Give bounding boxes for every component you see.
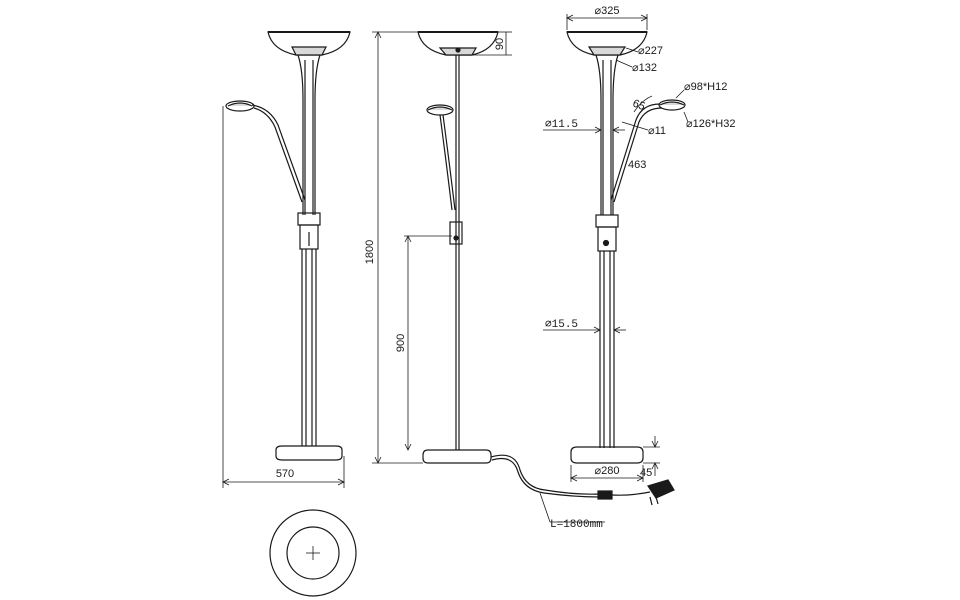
- base-top-view: [269, 509, 357, 597]
- reading-arm-length-label: 463: [628, 159, 646, 171]
- dimension-view: ⌀325 ⌀227 ⌀132 ⌀98*H12 ⌀126*H32 65 ⌀11 4…: [543, 5, 735, 482]
- arm-tube-label: ⌀11: [648, 125, 666, 137]
- base-outer-circle: [269, 509, 357, 597]
- base-diameter-label: ⌀280: [595, 465, 620, 477]
- reading-arm-angle-label: 65: [631, 98, 647, 113]
- dim-reading-arm: [610, 103, 661, 201]
- total-height-label: 1800: [364, 240, 376, 264]
- shade-neck-diameter-label: ⌀132: [632, 62, 657, 74]
- front-view: 570: [222, 31, 351, 488]
- power-adapter: [647, 479, 675, 499]
- shade-depth-label: 90: [494, 38, 506, 50]
- dim-base: [570, 446, 644, 464]
- upper-tube-label: ⌀11.5: [545, 119, 578, 131]
- side-base: [422, 449, 492, 464]
- shade-diameter-label: ⌀325: [595, 5, 620, 17]
- front-neck: [297, 54, 304, 215]
- lower-tube-label: ⌀15.5: [545, 319, 578, 331]
- front-base: [275, 445, 343, 461]
- front-switch-housing: [297, 212, 321, 226]
- reading-head-outer-label: ⌀126*H32: [686, 118, 735, 130]
- shade-inner-diameter-label: ⌀227: [638, 45, 663, 57]
- side-reading-arm: [439, 114, 453, 211]
- power-cable: [490, 454, 601, 495]
- cable-length-label: L=1800mm: [550, 519, 603, 531]
- front-reading-arm: [251, 104, 306, 201]
- base-inner-circle: [286, 526, 340, 580]
- base-height-label: 45: [640, 467, 652, 479]
- base-width-label: 570: [276, 468, 294, 480]
- reading-head-label: ⌀98*H12: [684, 81, 727, 93]
- side-switch: [449, 221, 463, 245]
- switch-height-label: 900: [395, 334, 407, 352]
- front-reading-head: [225, 100, 255, 112]
- side-view: L=1800mm 1800 900 90: [364, 31, 675, 531]
- dim-reading-head: [658, 99, 686, 111]
